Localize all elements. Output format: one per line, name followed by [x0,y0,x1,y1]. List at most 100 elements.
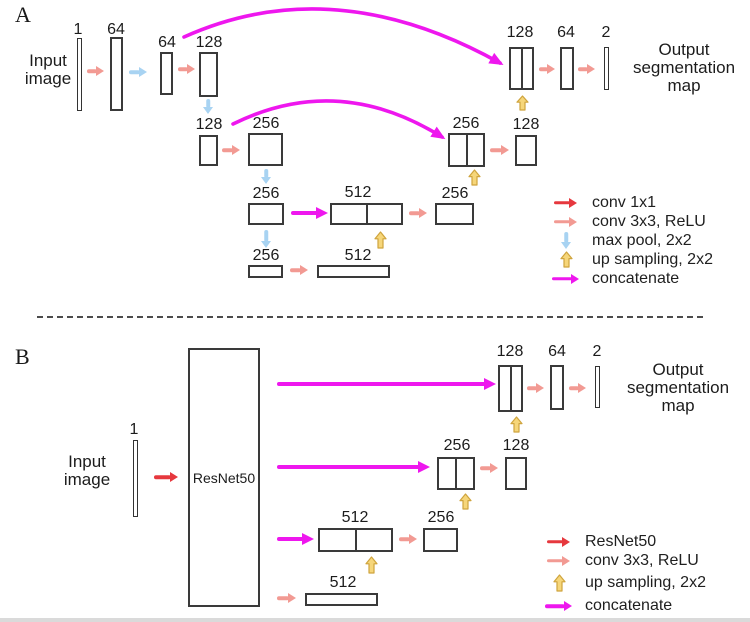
upsample-arrow [374,231,387,249]
maxpool-arrow [129,66,147,78]
concatenate-arrow [291,207,328,219]
block-divider [465,135,468,165]
conv-block-256 [248,265,283,278]
conv-block-128 [199,52,218,97]
conv3x3-arrow-icon [552,212,580,231]
panel-a-legend: conv 1x1 conv 3x3, ReLU max pool, 2x2 up… [552,193,713,288]
conv3x3-arrow-icon [545,551,573,570]
legend-label: max pool, 2x2 [592,231,692,249]
channel-label: 256 [441,185,469,202]
legend-row: ResNet50 [545,532,706,551]
conv3x3-arrow [290,264,308,276]
channel-label: 512 [344,247,372,264]
upsample-arrow-icon [552,250,580,269]
concatenate-arrow [277,533,314,545]
image-edge-shadow [0,618,750,622]
concat-block-256 [448,133,485,167]
panel-divider-dashed-line [37,316,703,318]
legend-row: concatenate [545,596,706,616]
channel-label: 64 [107,21,125,38]
concat-block-512 [330,203,403,225]
block-divider [354,530,357,550]
conv3x3-arrow [222,144,240,156]
upsample-arrow [468,169,481,186]
panel-b-input-label: Input image [63,452,111,489]
conv-block-256 [248,203,284,225]
conv3x3-arrow [87,65,104,77]
conv-block-512 [317,265,390,278]
channel-label: 128 [195,34,223,51]
maxpool-down-arrow [202,99,214,114]
legend-row: conv 3x3, ReLU [545,551,706,570]
legend-row: conv 1x1 [552,193,713,212]
upsample-arrow [365,556,378,574]
legend-label: concatenate [592,269,680,287]
upsample-arrow [510,416,523,433]
channel-label: 1 [129,421,139,438]
legend-label: up sampling, 2x2 [585,574,706,591]
panel-a-output-label: Output segmentation map [632,40,736,95]
channel-label: 256 [252,247,280,264]
concat-block-512 [318,528,393,552]
upsample-arrow [516,95,529,111]
conv-block-512 [305,593,378,606]
conv-block-256 [423,528,458,552]
conv-block-64 [560,47,574,90]
conv3x3-arrow [527,382,544,394]
channel-label: 2 [601,24,611,41]
channel-label: 256 [427,509,455,526]
channel-label: 256 [252,185,280,202]
panel-b-output-label: Output segmentation map [626,360,730,415]
conv3x3-arrow [178,63,195,75]
concat-block-256 [437,457,475,490]
legend-label: conv 1x1 [592,193,657,211]
channel-label: 128 [512,116,540,133]
channel-label: 1 [73,21,83,38]
channel-label: 256 [452,115,480,132]
block-divider [509,367,512,410]
concatenate-arc-1 [182,7,504,65]
conv-block-128 [505,457,527,490]
channel-label: 128 [496,343,524,360]
channel-label: 128 [195,116,223,133]
conv3x3-arrow [277,592,296,604]
resnet50-arrow-icon [545,532,573,551]
concat-block-128 [509,47,534,90]
conv-block-128 [199,135,218,166]
panel-b-legend: ResNet50 conv 3x3, ReLU up sampling, 2x2… [545,532,706,616]
concat-block-128 [498,365,523,412]
conv-block-256 [248,133,283,166]
concatenate-arrow-icon [545,596,573,616]
conv-block-64 [160,52,173,95]
conv-block-64 [110,37,123,111]
block-divider [455,459,457,488]
conv3x3-arrow [409,207,427,219]
legend-label: conv 3x3, ReLU [592,212,706,230]
channel-label: 128 [502,437,530,454]
input-layer-bar [77,38,82,111]
output-layer-bar [604,47,609,90]
conv-block-64 [550,365,564,410]
legend-label: ResNet50 [585,532,657,550]
upsample-arrow-icon [545,570,573,596]
legend-row: up sampling, 2x2 [552,250,713,269]
concatenate-arrow [277,461,430,473]
maxpool-down-arrow [260,230,272,248]
maxpool-down-arrow [260,169,272,184]
conv3x3-arrow [480,462,498,474]
concatenate-arrow-icon [552,269,580,288]
conv3x3-arrow [539,63,555,75]
resnet50-label: ResNet50 [192,469,256,486]
input-layer-bar [133,440,138,517]
legend-label: concatenate [585,597,673,614]
panel-b-tag: B [15,344,30,369]
legend-row: concatenate [552,269,713,288]
resnet50-encoder-box: ResNet50 [188,348,260,607]
conv-block-128 [515,135,537,166]
legend-label: up sampling, 2x2 [592,250,713,268]
channel-label: 64 [548,343,566,360]
conv3x3-arrow [490,144,509,156]
conv3x3-arrow [569,382,586,394]
conv1x1-arrow-icon [552,193,580,212]
channel-label: 512 [344,184,372,201]
